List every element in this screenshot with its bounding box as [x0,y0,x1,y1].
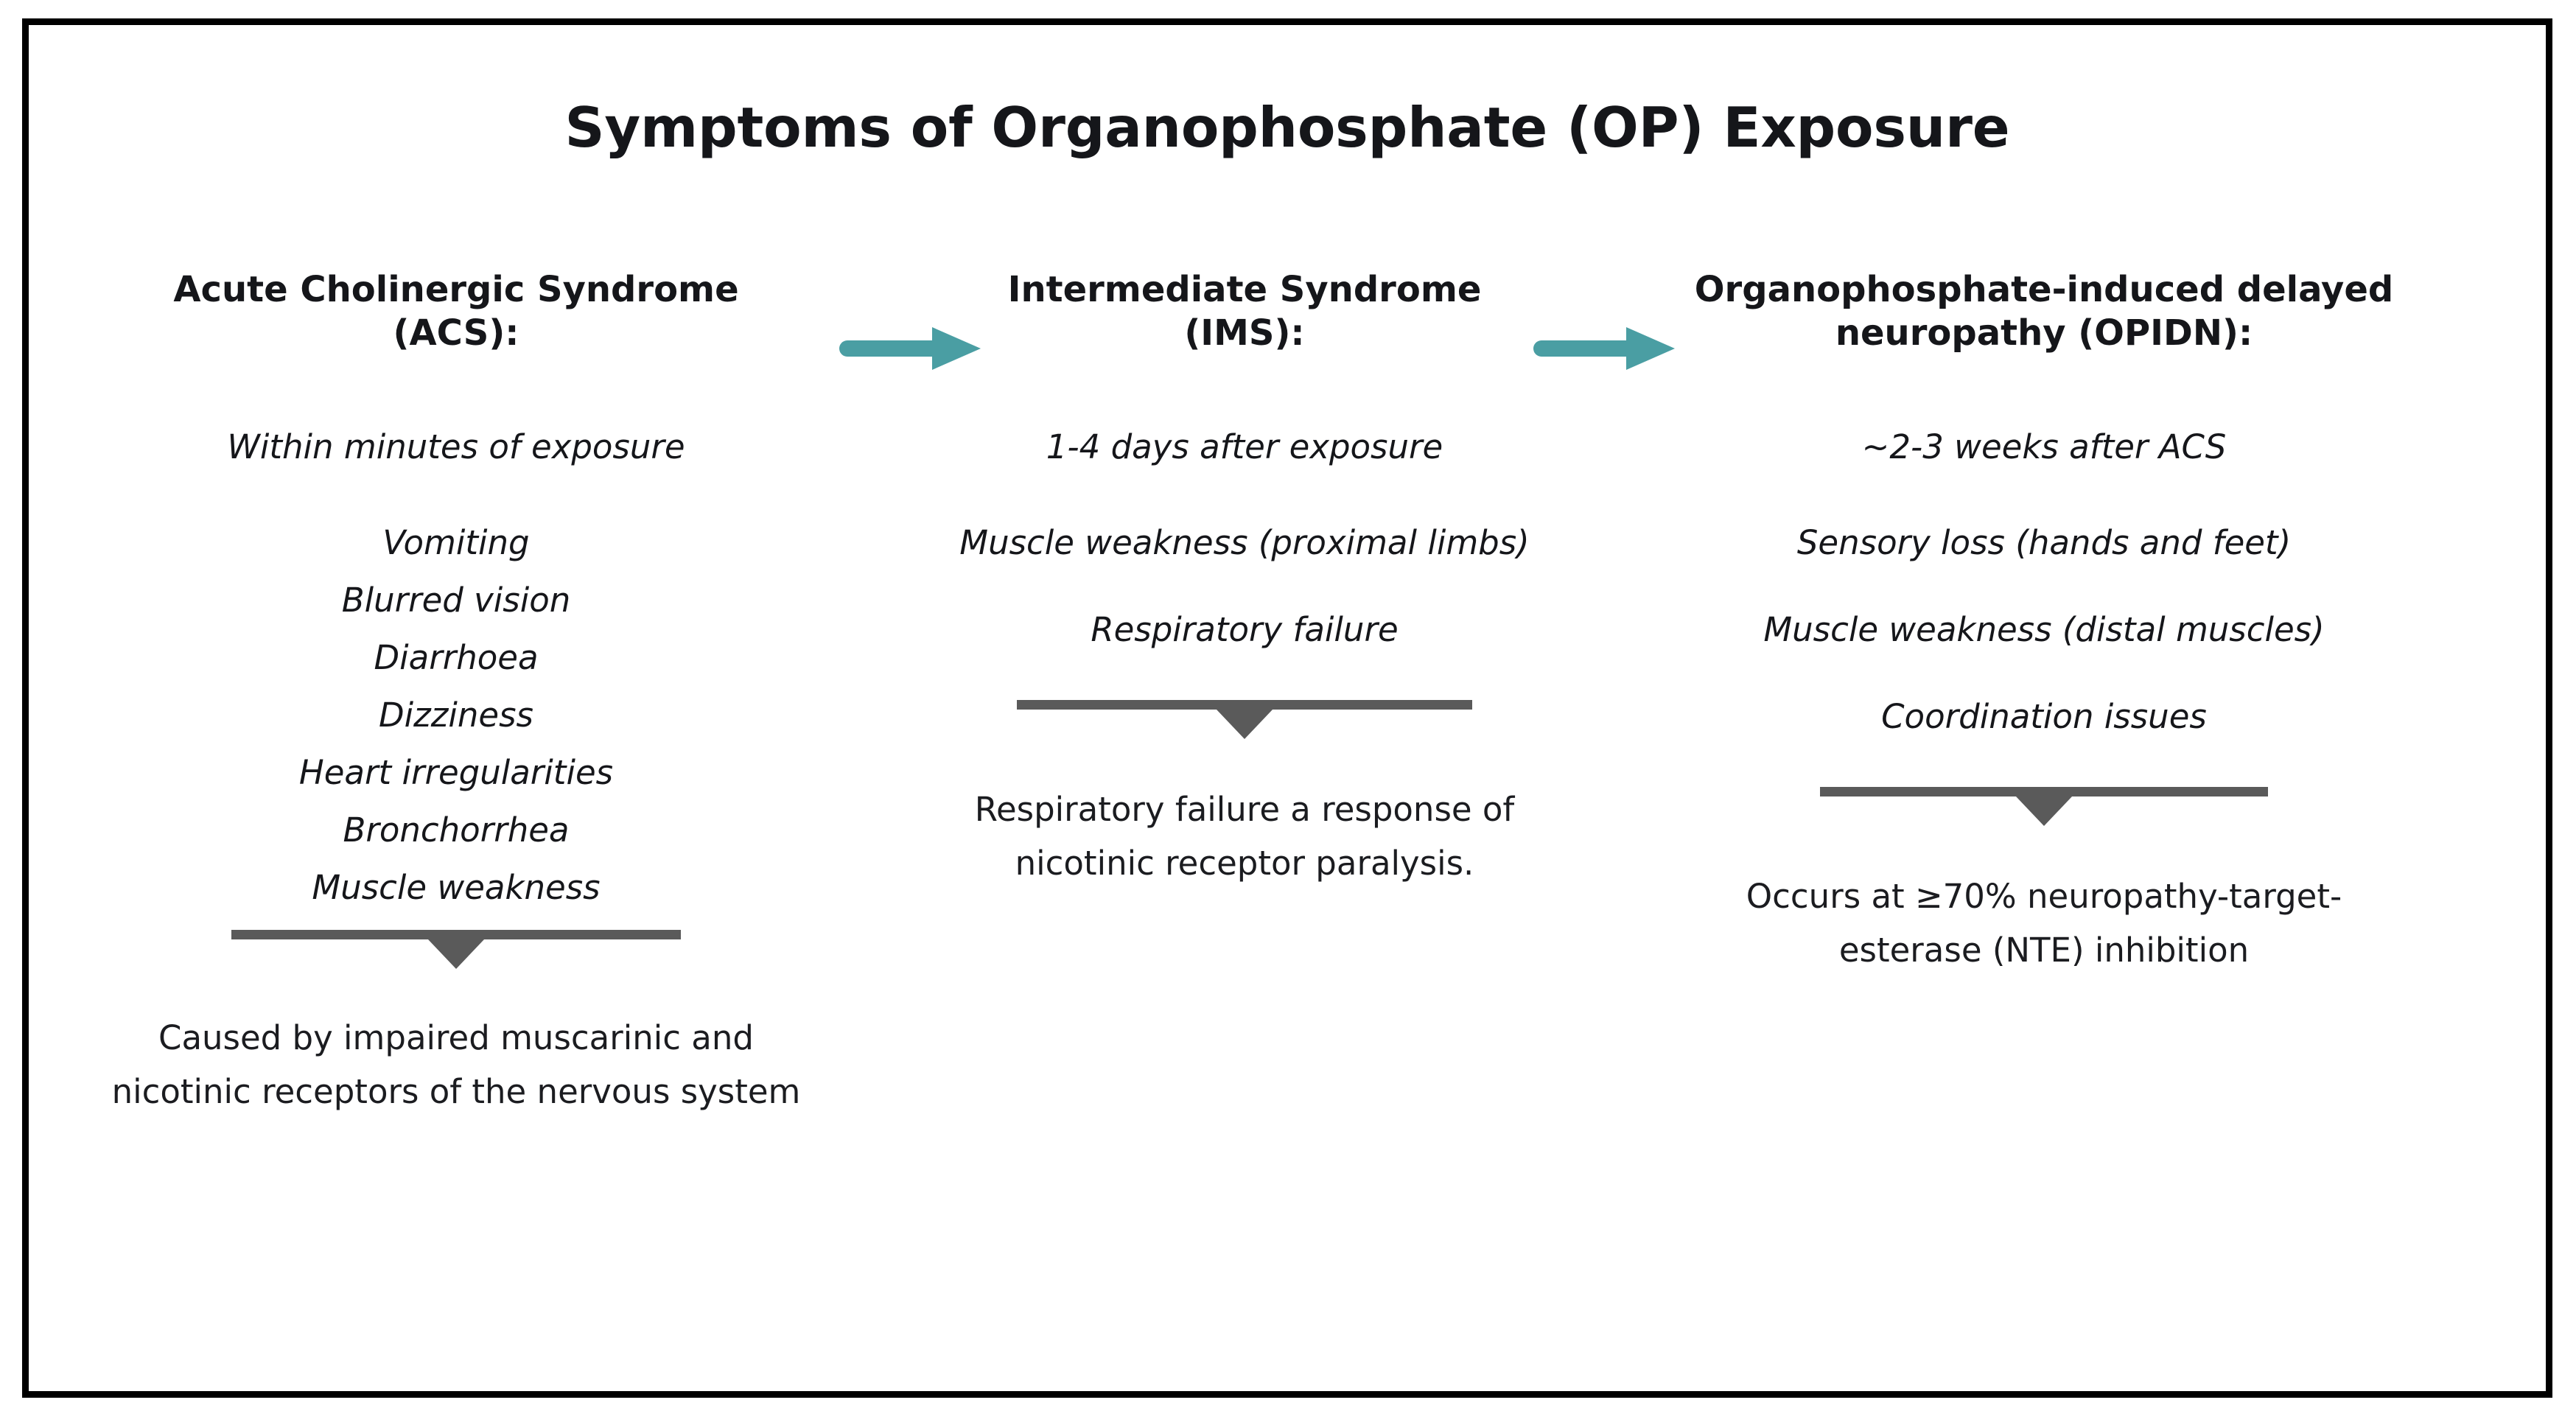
list-item: Blurred vision [341,581,571,620]
list-item: Muscle weakness [312,868,601,907]
diagram-frame: Symptoms of Organophosphate (OP) Exposur… [22,18,2552,1398]
symptom-list: Vomiting Blurred vision Diarrhoea Dizzin… [73,526,839,904]
list-item: Sensory loss (hands and feet) [1796,523,2292,562]
column-footnote: Caused by impaired muscarinic and nicoti… [111,1018,801,1111]
right-arrow-icon [1532,320,1676,377]
column-heading: Organophosphate-induced delayed neuropat… [1650,268,2438,363]
list-item: Dizziness [379,696,533,735]
column-footnote: Occurs at ≥70% neuropathy-target-esteras… [1746,877,2342,970]
column-timing: Within minutes of exposure [227,427,685,466]
section-divider [880,700,1609,710]
column-footnote: Respiratory failure a response of nicoti… [974,790,1515,883]
symptom-list: Sensory loss (hands and feet) Muscle wea… [1650,526,2438,733]
list-item: Coordination issues [1881,697,2207,736]
section-divider [73,930,839,939]
list-item: Respiratory failure [1091,610,1399,649]
column-timing: ~2-3 weeks after ACS [1861,427,2227,466]
column-acute-cholinergic-syndrome: Acute Cholinergic Syndrome (ACS): Within… [29,268,861,1119]
divider-bar-with-pointer [1820,787,2268,796]
column-heading-line-2: (IMS): [1184,312,1305,354]
list-item: Bronchorrhea [343,810,570,850]
list-item: Muscle weakness (distal muscles) [1763,610,2325,649]
column-heading-line-1: Intermediate Syndrome [1007,269,1482,310]
list-item: Muscle weakness (proximal limbs) [959,523,1530,562]
column-timing: 1-4 days after exposure [1046,427,1443,466]
symptom-list: Muscle weakness (proximal limbs) Respira… [880,526,1609,646]
page-title: Symptoms of Organophosphate (OP) Exposur… [564,95,2010,160]
column-heading-line-1: Organophosphate-induced delayed [1694,269,2394,310]
list-item: Heart irregularities [298,753,614,792]
columns-container: Acute Cholinergic Syndrome (ACS): Within… [29,268,2546,1119]
column-heading-line-2: (ACS): [393,312,519,354]
list-item: Diarrhoea [374,638,539,677]
list-item: Vomiting [382,523,530,562]
column-heading: Acute Cholinergic Syndrome (ACS): [73,268,839,363]
column-intermediate-syndrome: Intermediate Syndrome (IMS): 1-4 days af… [861,268,1628,891]
column-heading: Intermediate Syndrome (IMS): [880,268,1609,363]
divider-bar-with-pointer [231,930,681,939]
column-opidn: Organophosphate-induced delayed neuropat… [1628,268,2468,978]
section-divider [1650,787,2438,796]
divider-bar-with-pointer [1017,700,1472,710]
right-arrow-icon [838,320,982,377]
column-heading-line-1: Acute Cholinergic Syndrome [173,269,739,310]
column-heading-line-2: neuropathy (OPIDN): [1835,312,2253,354]
